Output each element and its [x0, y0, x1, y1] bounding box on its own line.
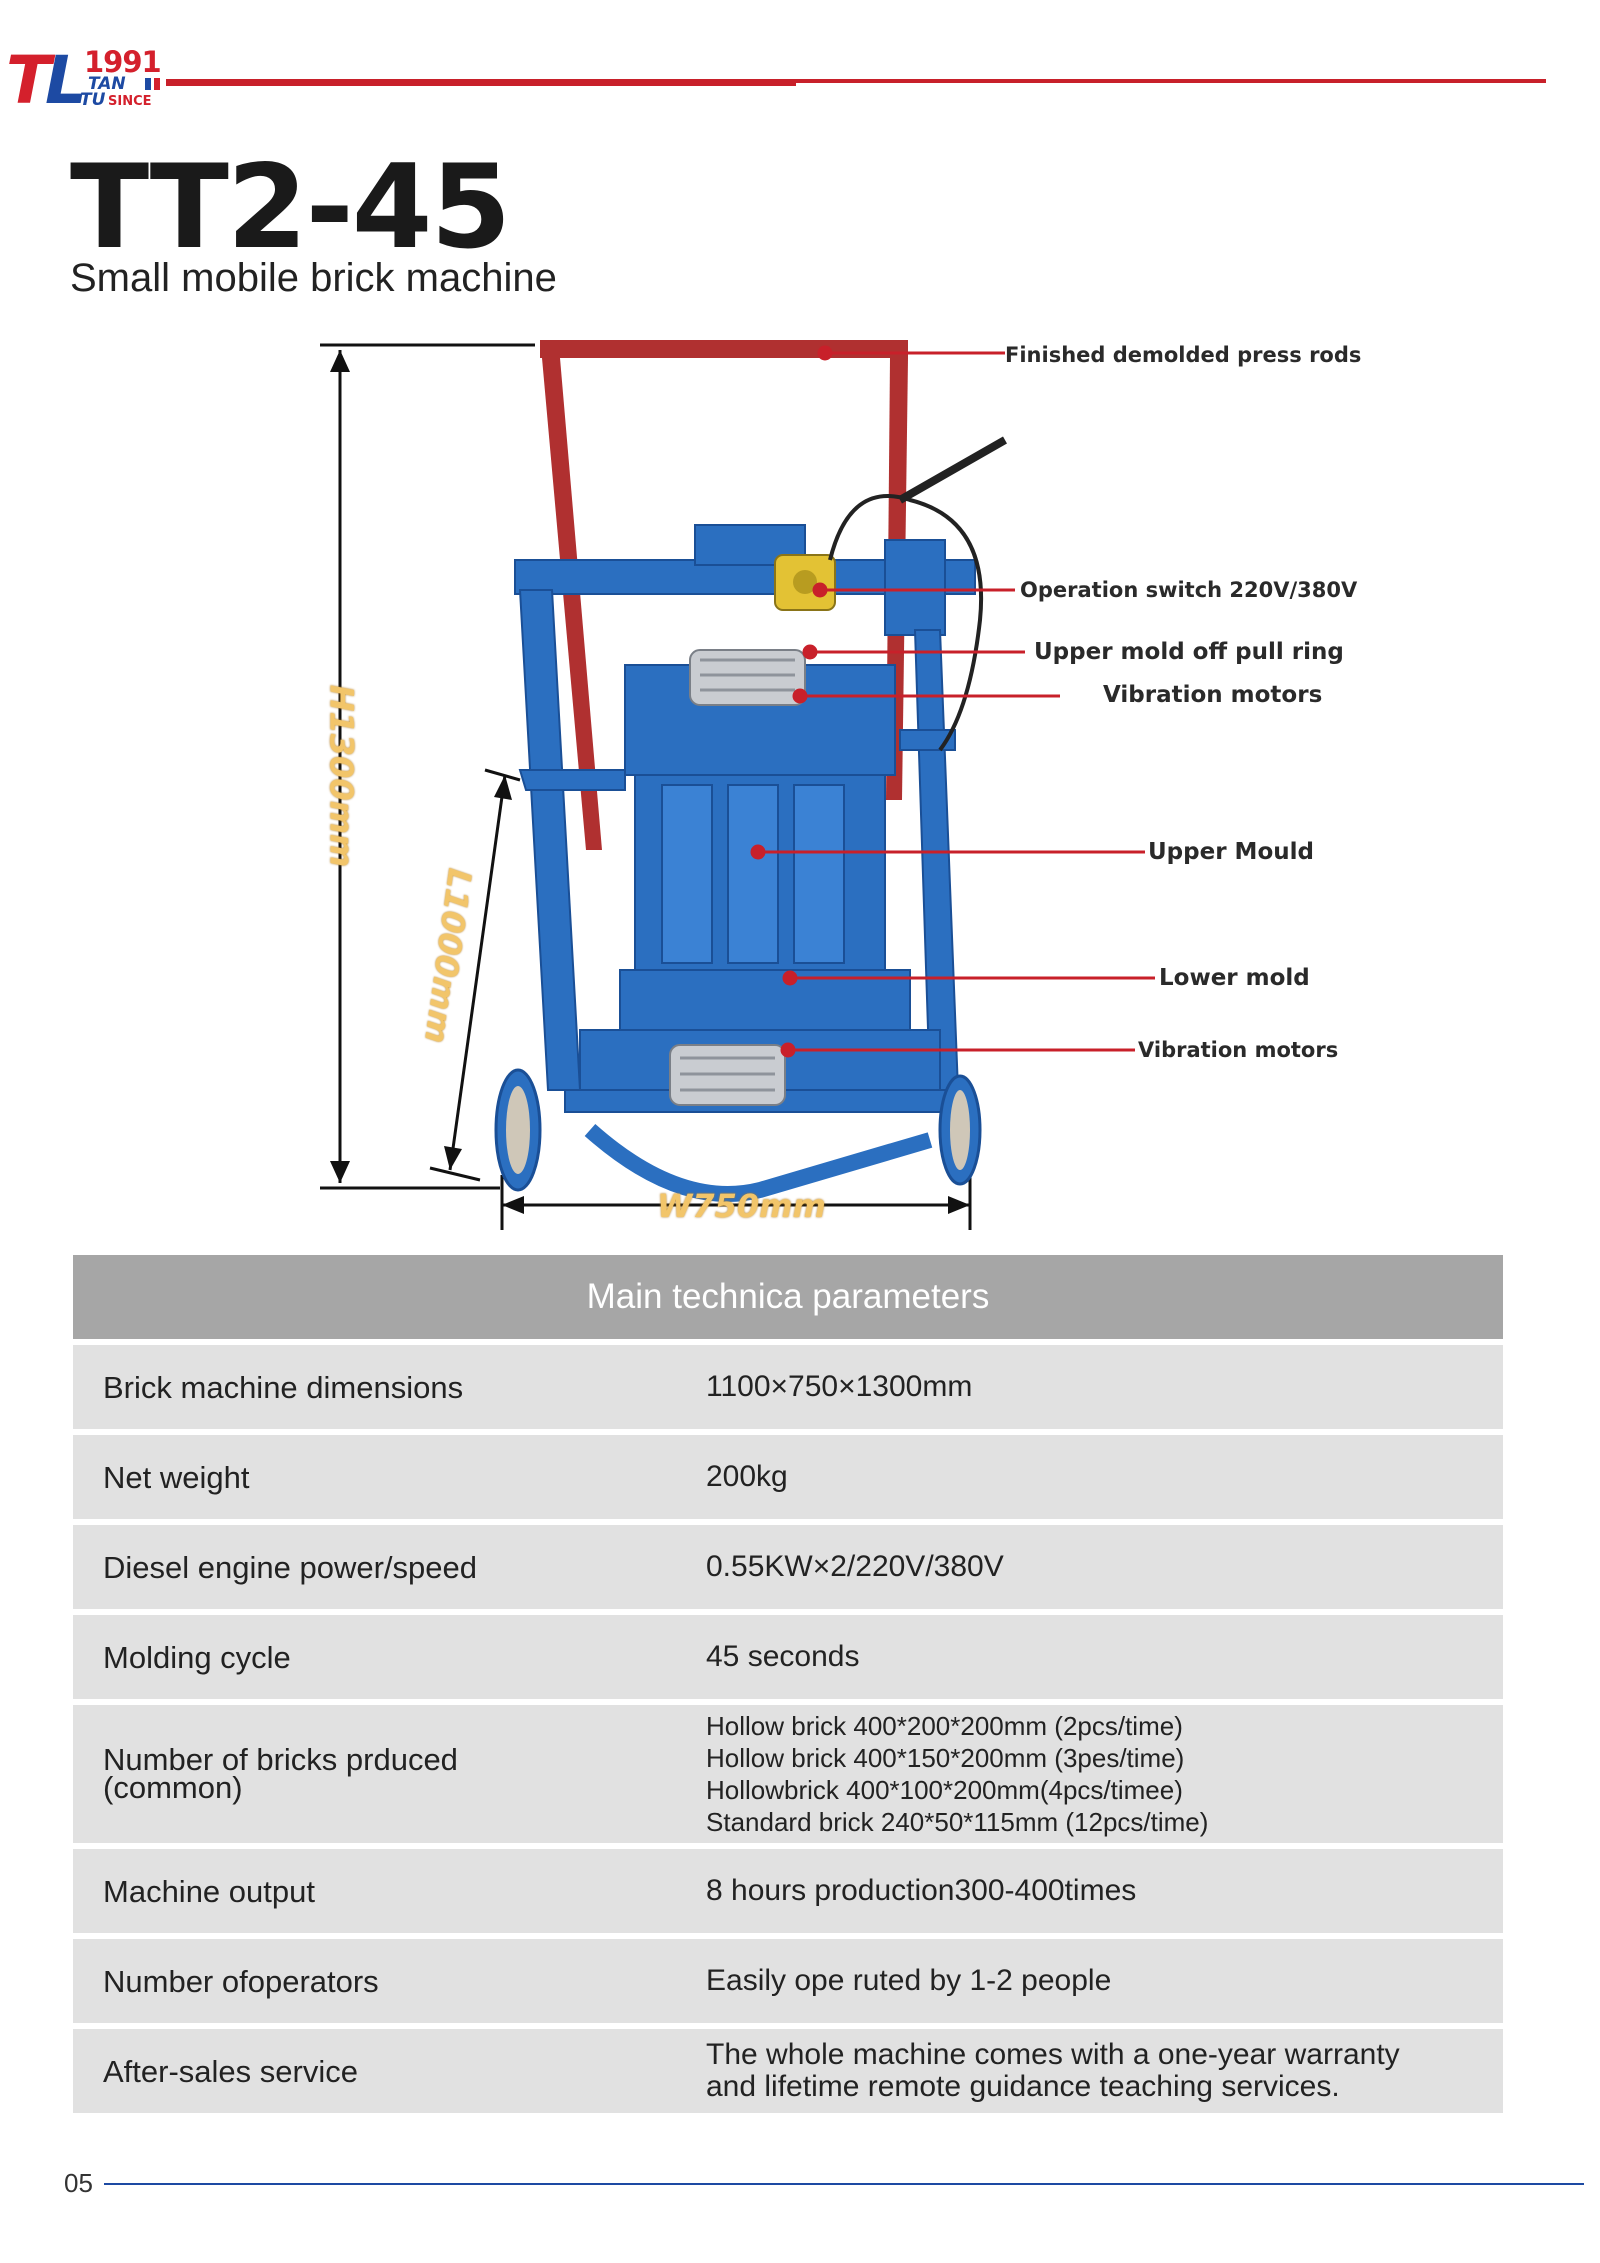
row-label: Net weight [103, 1459, 250, 1495]
row-label: Diesel engine power/speed [103, 1549, 477, 1585]
header-divider-thick [166, 79, 796, 86]
table-row: Net weight 200kg [73, 1435, 1503, 1519]
row-value: Easily ope ruted by 1-2 people [706, 1964, 1112, 1997]
row-value: 1100×750×1300mm [706, 1370, 973, 1403]
table-row: Machine output 8 hours production300-400… [73, 1849, 1503, 1933]
wheel-left [494, 1068, 542, 1192]
row-label-line: Number of bricks prduced [103, 1742, 458, 1777]
table-row: Diesel engine power/speed 0.55KW×2/220V/… [73, 1525, 1503, 1609]
flag-blue-mark [145, 78, 151, 90]
product-model: TT2-45 [70, 140, 511, 275]
callout-vibration-motors-upper: Vibration motors [1103, 682, 1323, 708]
logo-tan: TAN [88, 74, 126, 94]
row-value: 8 hours production300-400times [706, 1874, 1137, 1907]
callout-press-rods: Finished demolded press rods [1005, 343, 1362, 367]
product-subtitle: Small mobile brick machine [70, 256, 557, 300]
logo-year: 1991 [84, 45, 162, 79]
row-label: Number of bricks prduced (common) [103, 1742, 663, 1805]
width-dimension-marker [500, 1175, 972, 1230]
vibration-motor-top [689, 649, 806, 706]
row-label: Number ofoperators [103, 1963, 379, 1999]
row-value-line: The whole machine comes with a one-year … [706, 2038, 1400, 2071]
parameters-table: Main technica parameters Brick machine d… [73, 1255, 1503, 2113]
row-value-line: Standard brick 240*50*115mm (12pcs/time) [706, 1807, 1209, 1837]
dimension-height-label: H1300mm [322, 684, 361, 868]
table-row: After-sales service The whole machine co… [73, 2029, 1503, 2113]
dimension-width-label: W750mm [657, 1187, 826, 1225]
logo-since: SINCE [108, 94, 152, 109]
height-dimension-marker [320, 343, 535, 1190]
operation-switch [774, 554, 836, 611]
table-row: Number ofoperators Easily ope ruted by 1… [73, 1939, 1503, 2023]
row-value: The whole machine comes with a one-year … [706, 2039, 1496, 2103]
logo-mark: TL [6, 42, 87, 119]
row-value-line: and lifetime remote guidance teaching se… [706, 2070, 1340, 2103]
row-value-line: Hollow brick 400*200*200mm (2pcs/time) [706, 1711, 1183, 1741]
footer-divider [104, 2183, 1584, 2185]
row-value: 0.55KW×2/220V/380V [706, 1550, 1004, 1583]
page-number: 05 [64, 2168, 93, 2198]
table-header: Main technica parameters [73, 1255, 1503, 1339]
callout-lower-mold: Lower mold [1159, 965, 1310, 991]
vibration-motor-bottom [669, 1044, 786, 1106]
wheel-right [938, 1074, 982, 1186]
row-value-line: Hollow brick 400*150*200mm (3pes/time) [706, 1743, 1185, 1773]
logo-tu: TU [80, 90, 106, 110]
row-value: Hollow brick 400*200*200mm (2pcs/time) H… [706, 1710, 1496, 1838]
machine-illustration [320, 340, 1155, 1230]
row-label: Brick machine dimensions [103, 1369, 464, 1405]
callout-operation-switch: Operation switch 220V/380V [1020, 578, 1358, 602]
row-label-line: (common) [103, 1770, 243, 1805]
table-row: Molding cycle 45 seconds [73, 1615, 1503, 1699]
row-label: Machine output [103, 1873, 315, 1909]
machine-frame [514, 524, 976, 1202]
row-label: Molding cycle [103, 1639, 291, 1675]
callout-pull-ring: Upper mold off pull ring [1034, 639, 1344, 665]
row-value: 45 seconds [706, 1640, 860, 1673]
callout-upper-mould: Upper Mould [1148, 839, 1314, 865]
length-dimension-marker [429, 768, 521, 1182]
machine-figure: Finished demolded press rods Operation s… [290, 330, 1361, 1250]
row-value: 200kg [706, 1460, 788, 1493]
header-divider [166, 79, 1546, 83]
row-value-line: Hollowbrick 400*100*200mm(4pcs/timee) [706, 1775, 1183, 1805]
flag-red-mark [154, 78, 160, 90]
table-row: Number of bricks prduced (common) Hollow… [73, 1705, 1503, 1843]
table-row: Brick machine dimensions 1100×750×1300mm [73, 1345, 1503, 1429]
callout-lines [750, 345, 1155, 1058]
row-label: After-sales service [103, 2053, 358, 2089]
callout-vibration-motors-lower: Vibration motors [1138, 1038, 1339, 1062]
